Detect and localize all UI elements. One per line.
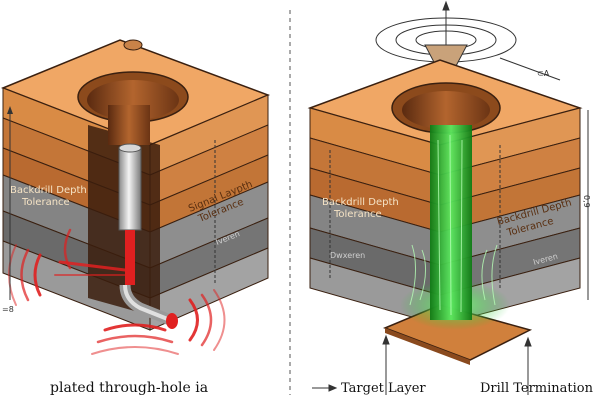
target-layer-caption-arrow (312, 384, 338, 392)
right-side-mark: 0,9 (582, 195, 591, 208)
left-board-block: Backdrill Depth Tolerance Signal Laypth … (0, 39, 271, 355)
left-hole-shaft (108, 105, 150, 145)
right-top-mark: ⊂A (537, 69, 550, 78)
target-layer-caption: Target Layer (341, 381, 426, 396)
drill-termination-arrow (524, 336, 532, 395)
left-scale-mark: =8 (2, 305, 14, 314)
left-signal-waves (8, 228, 226, 355)
green-energy-lines (409, 134, 498, 316)
right-drill-hole-inner (402, 91, 490, 129)
right-top-dim-line (499, 57, 561, 81)
left-caption: plated through-hole ia (50, 380, 208, 396)
left-backdrill-label-1: Backdrill Depth (10, 185, 87, 196)
target-layer-arrow (382, 334, 390, 395)
left-backdrill-label-2: Tolerance (21, 197, 70, 208)
left-dim-arrow (7, 106, 13, 114)
plated-via-stub (118, 143, 178, 329)
drill-termination-caption: Drill Termination (480, 381, 594, 396)
left-top-bump (123, 39, 143, 51)
left-side-layer-6 (149, 247, 269, 331)
right-backdrill-label-left-2: Tolerance (333, 209, 382, 220)
target-layer-pad-edge (385, 328, 470, 365)
right-board-block: ⊂A (307, 0, 591, 395)
right-backdrill-label-left-1: Backdrill Depth (322, 197, 399, 208)
right-inner-label-left: Dwxeren (330, 251, 365, 260)
